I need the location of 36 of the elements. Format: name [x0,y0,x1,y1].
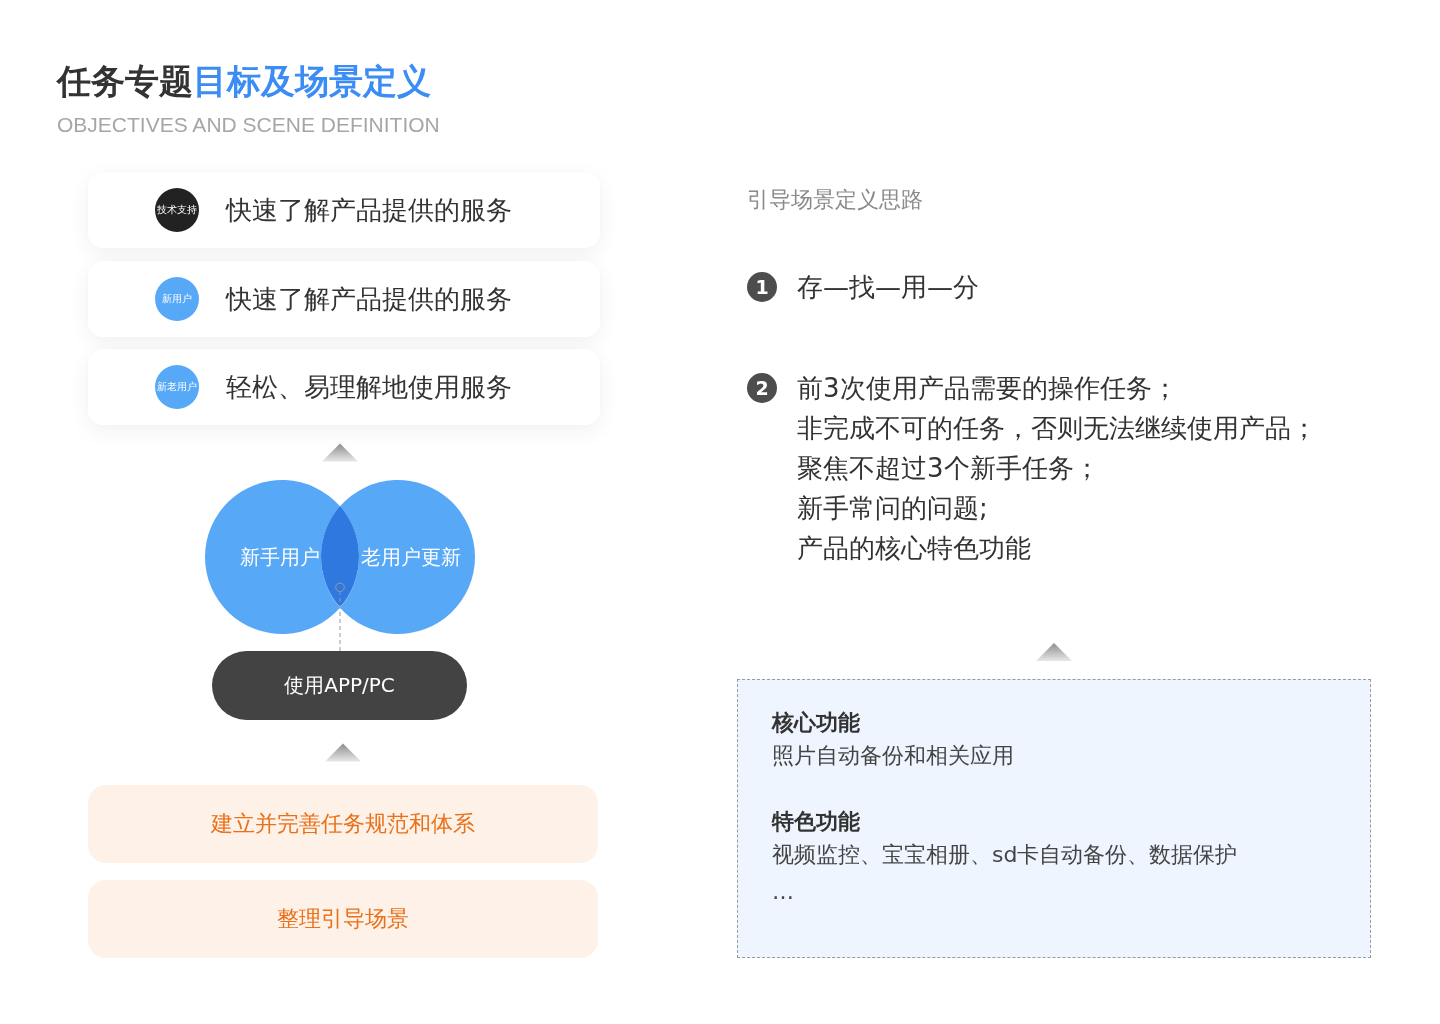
feature-panel [737,679,1371,958]
goal-card [88,172,600,248]
chevron-arrow [322,443,358,462]
section-heading: 引导场景定义思路 [747,186,923,214]
ellipsis-text: … [772,878,794,906]
platform-label: 使用APP/PC [212,651,467,720]
step-number: 2 [747,373,777,403]
subtitle: OBJECTIVES AND SCENE DEFINITION [57,112,440,138]
venn-label: 老用户更新 [361,545,461,569]
leader-line [335,582,345,652]
feature-heading: 特色功能 [772,808,860,836]
venn-label: 新手用户 [240,545,320,569]
goal-card [88,349,600,425]
user-badge: 新用户 [155,277,199,321]
chevron-arrow [1036,643,1072,661]
user-badge: 技术支持 [155,188,199,232]
goal-card [88,261,600,337]
task-panel: 建立并完善任务规范和体系 [88,785,598,863]
feature-text: 照片自动备份和相关应用 [772,742,1014,770]
goal-text: 快速了解产品提供的服务 [226,283,512,316]
step-text: 非完成不可的任务，否则无法继续使用产品； [797,412,1317,445]
step-text: 前3次使用产品需要的操作任务； [797,372,1179,405]
step-text: 产品的核心特色功能 [797,532,1032,565]
venn-overlap [321,506,359,608]
step-text: 聚焦不超过3个新手任务； [797,452,1101,485]
feature-heading: 核心功能 [772,709,860,737]
title: 任务专题目标及场景定义 [57,60,431,103]
task-panel: 整理引导场景 [88,880,598,958]
step-text: 新手常问的问题; [797,492,989,525]
step-number: 1 [747,272,777,302]
goal-text: 轻松、易理解地使用服务 [226,371,512,404]
chevron-arrow [325,743,361,762]
feature-text: 视频监控、宝宝相册、sd卡自动备份、数据保护 [772,841,1238,869]
user-badge: 新老用户 [155,365,199,409]
step-text: 存—找—用—分 [797,271,979,304]
goal-text: 快速了解产品提供的服务 [226,194,512,227]
